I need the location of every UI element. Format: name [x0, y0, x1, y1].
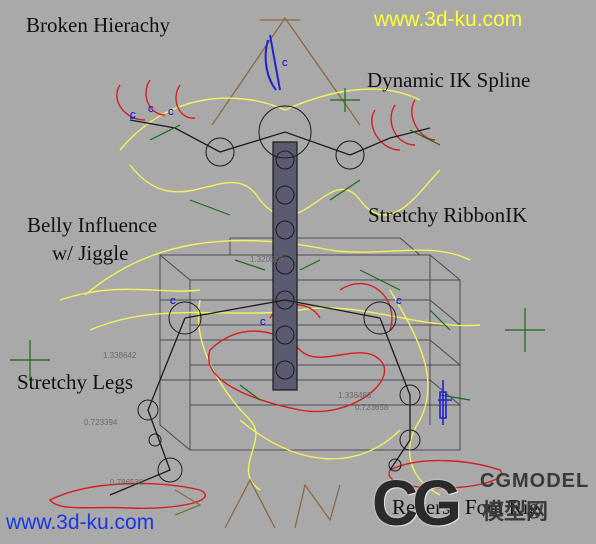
distance-readout: 1.320526 — [250, 255, 284, 264]
label-belly-jiggle: w/ Jiggle — [52, 241, 129, 265]
label-reverse-foot-rig: Reverse Foot Rig — [392, 495, 539, 519]
control-marker: C — [396, 297, 402, 306]
foot-controls[interactable] — [174, 478, 341, 529]
logo-text: CGMODEL — [480, 470, 590, 492]
label-stretchy-ribbon-ik: Stretchy RibbonIK — [368, 203, 528, 227]
control-marker: C — [282, 59, 288, 68]
control-markers: C C C C C C C — [130, 59, 402, 327]
label-broken-hierarchy: Broken Hierachy — [26, 13, 171, 37]
head-control[interactable] — [211, 16, 361, 126]
control-marker: C — [130, 111, 136, 120]
body-cage[interactable] — [159, 237, 461, 451]
distance-readout: 1.338483 — [338, 391, 372, 400]
distance-readout: 1.338642 — [103, 351, 137, 360]
blue-controls[interactable] — [130, 117, 452, 425]
logo-mark: CG — [372, 467, 462, 539]
distance-readout: 0.723658 — [355, 403, 389, 412]
label-dynamic-ik-spline: Dynamic IK Spline — [367, 68, 531, 92]
green-locators[interactable] — [10, 88, 545, 401]
spine-chain[interactable] — [272, 141, 298, 391]
watermark-top: www.3d-ku.com — [374, 8, 523, 31]
label-stretchy-legs: Stretchy Legs — [17, 370, 134, 394]
yellow-curves[interactable] — [59, 88, 481, 496]
control-marker: C — [148, 105, 154, 114]
control-marker: C — [170, 297, 176, 306]
watermark-bottom: www.3d-ku.com — [6, 511, 155, 534]
distance-readouts: 1.320526 1.338642 0.723394 0.786536 1.33… — [84, 255, 389, 487]
control-marker: C — [260, 318, 266, 327]
bones[interactable] — [109, 119, 431, 496]
distance-readout: 0.786536 — [110, 478, 144, 487]
distance-readout: 0.723394 — [84, 418, 118, 427]
control-marker: C — [168, 108, 174, 117]
label-belly-influence: Belly Influence — [27, 213, 158, 237]
cgmodel-logo: CG CGMODEL 模型网 — [372, 462, 594, 537]
logo-cn: 模型网 — [482, 500, 549, 525]
